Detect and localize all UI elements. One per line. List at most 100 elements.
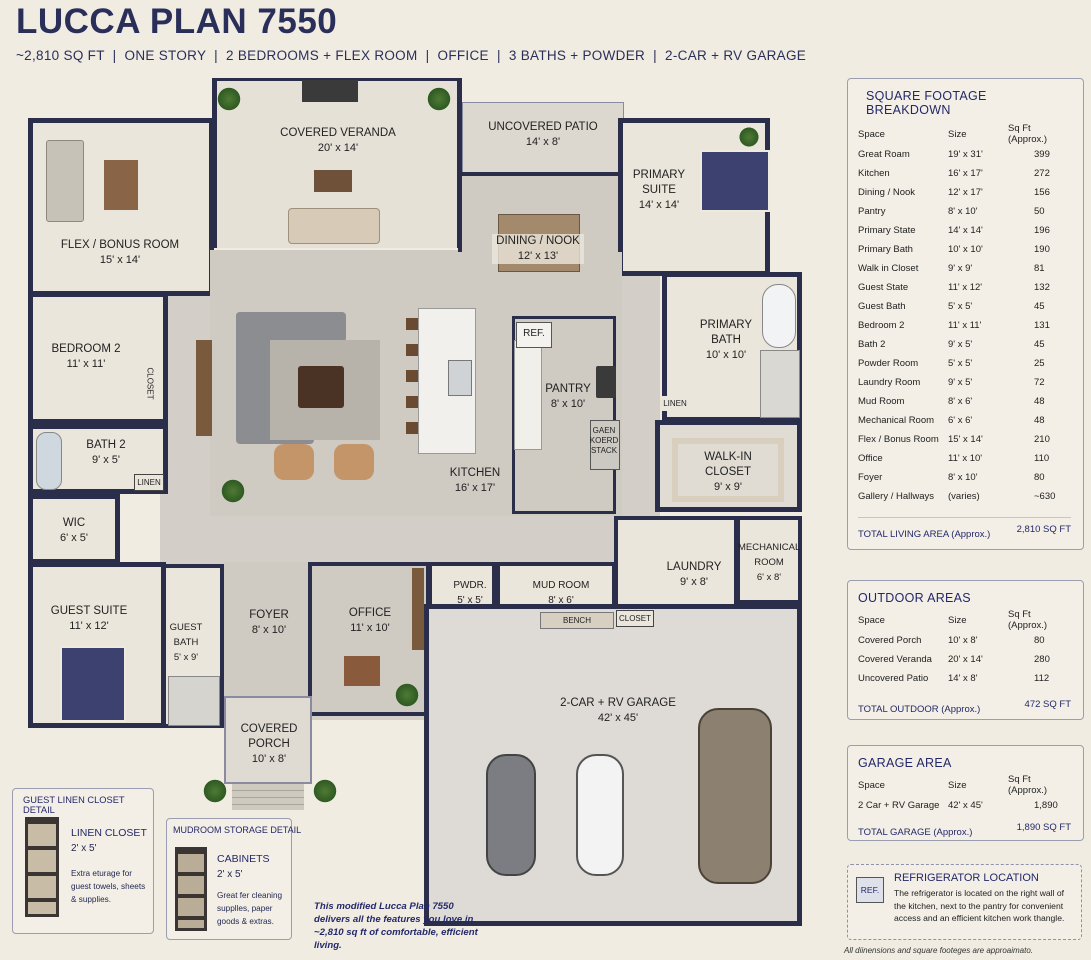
sqft-cell: 156 [1034, 187, 1050, 198]
flex-table [104, 160, 138, 210]
patio-size: 14' x 8' [525, 136, 561, 148]
uncovered-patio [462, 102, 624, 174]
walkin-label: WALK-IN CLOSET 9' x 9' [690, 450, 766, 495]
guest-suite-size: 11' x 12' [69, 620, 109, 632]
flex-size: 15' x 14' [99, 254, 141, 266]
walkin-shelves [672, 438, 784, 502]
sqft-cell: Mud Room [858, 396, 905, 407]
plant-porch-right [312, 778, 338, 804]
sqft-cell: Foyer [858, 472, 883, 483]
sqft-h0: Space [858, 128, 885, 140]
sqft-cell: Gallery / Hallways [858, 491, 935, 502]
outdoor-h2: Sq Ft (Approx.) [1008, 609, 1048, 631]
outdoor-title: OUTDOOR AREAS [858, 591, 971, 605]
sqft-cell: Primary State [858, 225, 916, 236]
primary-shower [760, 350, 800, 418]
bedroom2-closet-label: CLOSET [145, 367, 155, 400]
tagline: This modified Lucca Plan 7550 delivers a… [314, 901, 478, 951]
sqft-cell: 110 [1034, 453, 1050, 464]
kitchen-counter [512, 316, 616, 514]
mud-cabinet-illustration [175, 847, 207, 931]
laundry-size: 9' x 8' [679, 576, 709, 588]
sqft-cell: Guest State [858, 282, 909, 293]
sqft-cell: 12' x 17' [948, 187, 983, 198]
walkin-name: WALK-IN CLOSET [704, 451, 752, 478]
garage-header-row: Space Size Sq Ft (Approx.) [858, 774, 1071, 796]
sqft-cell: 11' x 10' [948, 453, 983, 464]
footnote: All diinensions and square footeges are … [844, 946, 1034, 955]
bar-stools [406, 318, 418, 446]
bedroom-2 [28, 292, 168, 424]
walkin-size: 9' x 9' [713, 481, 743, 493]
outdoor-h0: Space [858, 614, 885, 626]
primary-bath-name: PRIMARY BATH [699, 319, 753, 346]
primary-bath-size: 10' x 10' [705, 349, 747, 361]
garage-total-label: TOTAL GARAGE (Approx.) [858, 827, 973, 838]
primary-suite-size: 14' x 14' [638, 199, 680, 211]
pantry-name: PANTRY [545, 383, 591, 395]
primary-tub [762, 284, 796, 348]
porch-name: COVERED PORCH [240, 723, 298, 750]
sqft-total-label: TOTAL LIVING AREA (Approx.) [858, 529, 991, 540]
mudroom-size: 8' x 6' [548, 595, 574, 606]
sqft-cell: Dining / Nook [858, 187, 916, 198]
outdoor-cell: 20' x 14' [948, 654, 983, 665]
garage-h2: Sq Ft (Approx.) [1008, 774, 1048, 796]
sqft-cell: 196 [1034, 225, 1050, 236]
guest-bath-size: 5' x 9' [173, 652, 199, 663]
garage-h1: Size [948, 779, 967, 791]
sqft-cell: 11' x 12' [948, 282, 983, 293]
oven-stack-label: GAEN KOERD STACK [589, 426, 619, 455]
mud-detail-title: MUDROOM STORAGE DETAIL [173, 825, 302, 835]
guest-suite-name: GUEST SUITE [50, 605, 128, 617]
guest-bath-label: GUEST BATH 5' x 9' [166, 620, 206, 665]
sqft-cell: 399 [1034, 149, 1050, 160]
pantry-size: 8' x 10' [550, 398, 586, 410]
garage-area-panel: GARAGE AREA Space Size Sq Ft (Approx.) 2… [847, 745, 1084, 841]
linen-pb-label: LINEN [660, 396, 690, 411]
covered-porch [224, 696, 312, 784]
guest-bed [60, 646, 126, 722]
outdoor-cell: Covered Porch [858, 635, 922, 646]
guest-bath-name: GUEST BATH [169, 622, 203, 648]
linen-b2-label: LINEN [134, 474, 164, 491]
office-table [344, 656, 380, 686]
sqft-cell: Great Roam [858, 149, 910, 160]
bath2-size: 9' x 5' [91, 454, 121, 466]
sqft-cell: Kitchen [858, 168, 890, 179]
media-console [196, 340, 212, 436]
sqft-row: Dining / Nook 12' x 17' 156 [858, 183, 1071, 202]
plan-title: LUCCA PLAN 7550 [16, 2, 338, 41]
outdoor-cell: 10' x 8' [948, 635, 978, 646]
sqft-cell: 210 [1034, 434, 1050, 445]
sqft-cell: 50 [1034, 206, 1045, 217]
sqft-cell: Bath 2 [858, 339, 886, 350]
sqft-cell: 8' x 10' [948, 472, 978, 483]
outdoor-panel: OUTDOOR AREAS Space Size Sq Ft (Approx.)… [847, 580, 1084, 720]
dining-name: DINING / NOOK [496, 235, 580, 247]
sqft-cell: Mechanical Room [858, 415, 935, 426]
porch-steps [232, 784, 304, 810]
bench-label: BENCH [540, 612, 614, 629]
veranda-name: COVERED VERANDA [280, 127, 396, 139]
office-size: 11' x 10' [350, 622, 390, 634]
